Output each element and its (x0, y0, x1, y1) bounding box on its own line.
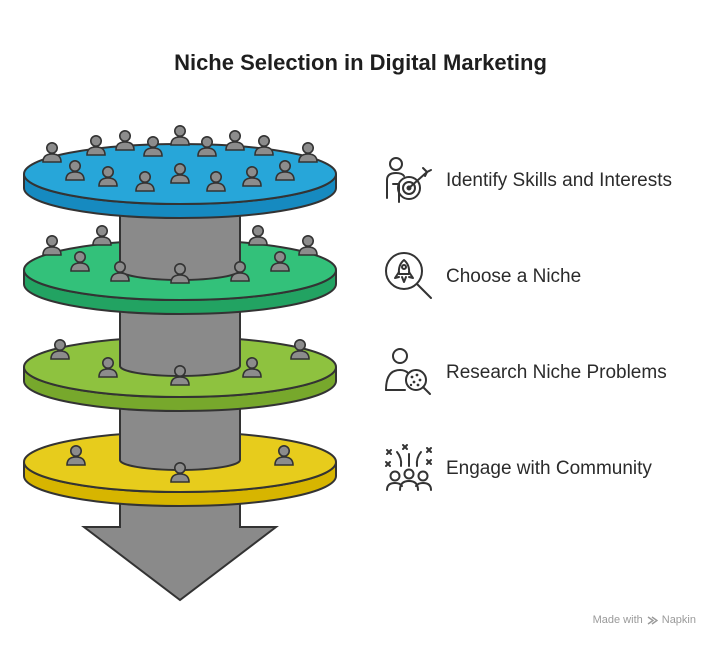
person-magnifier-icon (385, 348, 431, 395)
search-rocket-icon (385, 252, 432, 299)
step-label-engage-community: Engage with Community (446, 458, 652, 479)
community-celebration-icon (385, 444, 432, 491)
step-label-identify-skills: Identify Skills and Interests (446, 170, 672, 191)
napkin-logo-icon (647, 615, 658, 625)
arrow-head (81, 499, 279, 602)
made-with-label: Made with (592, 614, 643, 626)
made-with-credit: Made with Napkin (593, 614, 696, 626)
step-label-choose-niche: Choose a Niche (446, 266, 582, 287)
napkin-brand-label: Napkin (661, 614, 696, 626)
page-title: Niche Selection in Digital Marketing (174, 50, 547, 75)
person-target-icon (386, 157, 432, 203)
step-label-research-problems: Research Niche Problems (446, 362, 667, 383)
